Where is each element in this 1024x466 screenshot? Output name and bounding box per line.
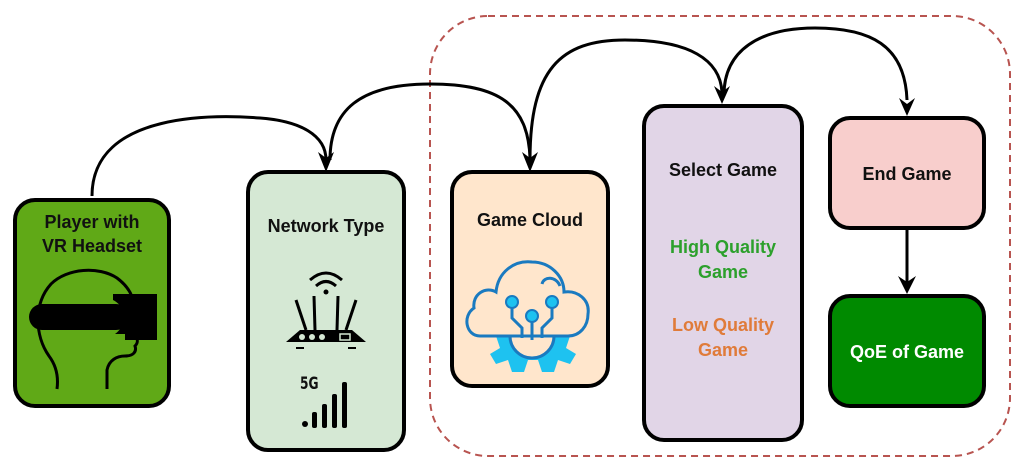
node-game-cloud[interactable]: Game Cloud <box>450 170 610 388</box>
node-player-label-2: VR Headset <box>41 236 143 256</box>
edge-cloud-to-select <box>528 38 724 161</box>
node-select-game[interactable]: Select Game High Quality Game Low Qualit… <box>642 104 804 442</box>
arrowhead-qoe <box>898 276 916 294</box>
option-high-quality-line1: High Quality <box>669 237 776 257</box>
vr-headset-icon <box>29 268 157 390</box>
option-low-quality-line2: Game <box>697 340 749 360</box>
node-player-label-1: Player with <box>44 212 140 232</box>
node-end-label: End Game <box>862 164 952 184</box>
node-cloud-label: Game Cloud <box>476 210 583 230</box>
wifi-router-icon <box>286 271 366 349</box>
edge-player-to-network <box>90 115 328 197</box>
node-network-type[interactable]: Network Type 5G <box>246 170 406 452</box>
5g-signal-icon <box>302 382 347 428</box>
node-qoe-label: QoE of Game <box>849 342 965 362</box>
5g-label: 5G <box>300 374 319 394</box>
node-end-game[interactable]: End Game <box>828 116 986 230</box>
option-high-quality-line2: Game <box>697 262 749 282</box>
arrowhead-end <box>899 98 915 116</box>
node-player-vr[interactable]: Player with VR Headset <box>13 198 171 408</box>
node-network-label: Network Type <box>267 216 385 236</box>
dashed-group-boundary <box>429 15 1011 457</box>
cloud-gear-icon <box>465 260 590 372</box>
node-select-label: Select Game <box>668 160 778 180</box>
node-qoe[interactable]: QoE of Game <box>828 294 986 408</box>
arrowhead-cloud <box>522 152 538 172</box>
option-low-quality-line1: Low Quality <box>671 315 774 335</box>
arrowhead-select <box>714 86 730 104</box>
edge-network-to-cloud <box>328 82 532 161</box>
edge-select-to-end <box>722 26 909 101</box>
